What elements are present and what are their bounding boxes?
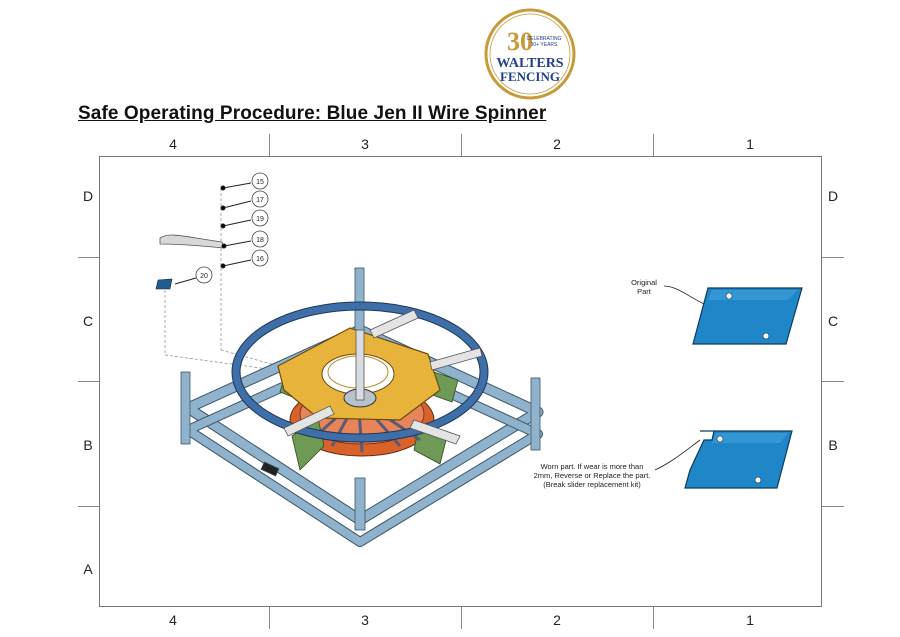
page-title: Safe Operating Procedure: Blue Jen II Wi… (78, 103, 547, 124)
zone-divider (269, 607, 270, 629)
zone-row-right-d: D (827, 188, 839, 204)
zone-divider (822, 257, 844, 258)
slider-bars (283, 309, 483, 445)
exploded-rod (159, 234, 225, 249)
zone-row-left-c: C (82, 313, 94, 329)
logo-badge-icon: 30 CELEBRATING 30+ YEARS WALTERS FENCING (484, 8, 576, 100)
worn-note-line3: (Break slider replacement kit) (543, 480, 641, 489)
zone-divider (653, 134, 654, 156)
zone-row-left-a: A (83, 561, 93, 577)
zone-col-top-2: 2 (553, 136, 561, 152)
zone-divider (461, 607, 462, 629)
zone-col-bottom-4: 4 (169, 612, 177, 628)
zone-divider (78, 506, 99, 507)
callout-20: 20 (200, 273, 208, 280)
zone-divider (461, 134, 462, 156)
zone-col-bottom-3: 3 (361, 612, 369, 628)
zone-col-top-4: 4 (169, 136, 177, 152)
logo-name-line2: FENCING (500, 69, 560, 84)
zone-divider (822, 381, 844, 382)
zone-col-top-1: 1 (746, 136, 754, 152)
worn-part-leader (654, 439, 701, 471)
original-part-hole (725, 292, 733, 300)
zone-row-right-b: B (828, 437, 838, 453)
zone-row-left-b: B (83, 437, 93, 453)
callout-balloons (195, 172, 269, 284)
worn-note-line2: 2mm, Reverse or Replace the part. (533, 471, 651, 480)
leader-lines (164, 188, 301, 373)
zone-row-left-d: D (82, 188, 94, 204)
zone-divider (653, 607, 654, 629)
zone-col-bottom-1: 1 (746, 612, 754, 628)
callout-15: 15 (256, 179, 264, 186)
fasteners (174, 182, 252, 285)
original-note-line2: Part (637, 287, 651, 296)
worn-note-line1: Worn part. If wear is more than (540, 462, 644, 471)
original-note-line1: Original (631, 278, 657, 287)
callout-17: 17 (256, 197, 264, 204)
original-part-leader (663, 285, 705, 305)
worn-part-note: Worn part. If wear is more than 2mm, Rev… (526, 462, 658, 489)
worn-part-hole (716, 435, 724, 443)
zone-divider (78, 257, 99, 258)
zone-col-top-3: 3 (361, 136, 369, 152)
walters-fencing-logo: 30 CELEBRATING 30+ YEARS WALTERS FENCING (484, 8, 576, 100)
logo-badge-line2: 30+ YEARS (531, 42, 558, 48)
callout-18: 18 (256, 237, 264, 244)
callout-16: 16 (256, 256, 264, 263)
logo-name-line1: WALTERS (496, 56, 563, 71)
zone-row-right-c: C (827, 313, 839, 329)
original-part-hole (762, 332, 770, 340)
exploded-slider-pad (155, 278, 173, 290)
zone-col-bottom-2: 2 (553, 612, 561, 628)
original-part-note: Original Part (622, 278, 666, 296)
original-part (692, 287, 803, 345)
zone-divider (78, 381, 99, 382)
logo-number: 30 (507, 27, 533, 56)
worn-part (684, 430, 793, 489)
callout-19: 19 (256, 216, 264, 223)
worn-part-hole (754, 476, 762, 484)
zone-divider (822, 506, 844, 507)
logo-badge-line1: CELEBRATING (527, 36, 562, 42)
zone-divider (269, 134, 270, 156)
drawing-frame (99, 156, 822, 607)
